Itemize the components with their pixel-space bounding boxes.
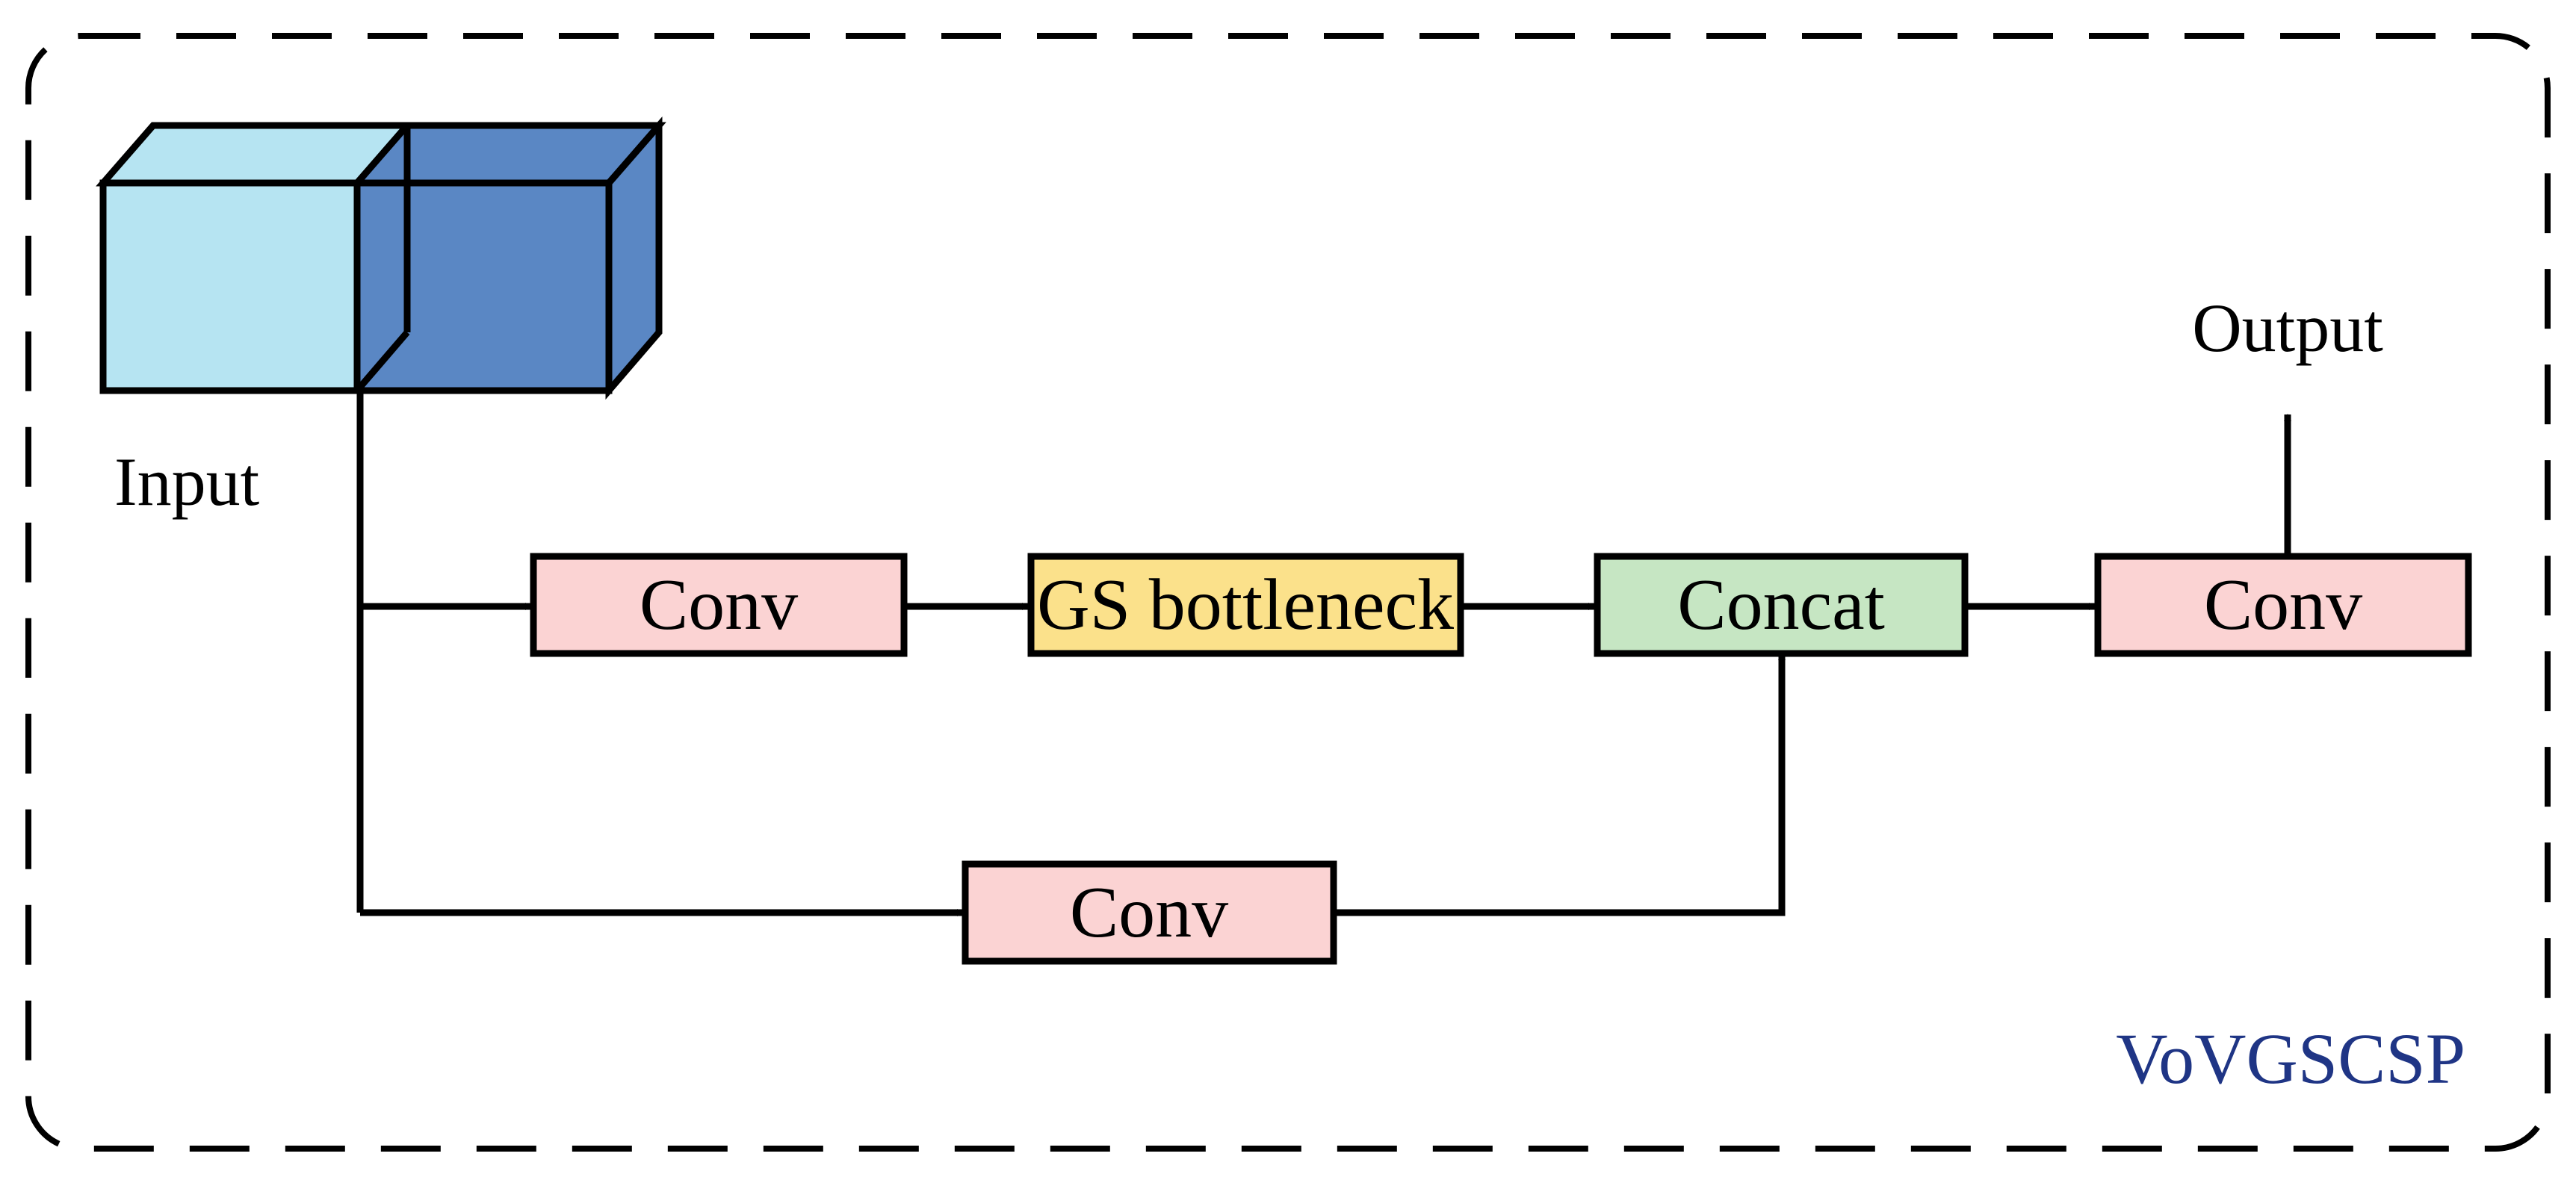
conv-bottom-label: Conv [1070,872,1228,953]
module-border [25,33,2551,1152]
conv-out-block: Conv [2094,553,2472,657]
input-cube-icon [96,116,666,400]
gs-bottleneck-label: GS bottleneck [1037,565,1454,645]
conv-top-block: Conv [530,553,908,657]
concat-block: Concat [1594,553,1969,657]
gs-bottleneck-block: GS bottleneck [1027,553,1464,657]
module-title: VoVGSCSP [2116,1019,2465,1099]
connectors [356,391,2291,916]
conv-bottom-block: Conv [962,860,1337,965]
conv-top-label: Conv [640,565,798,645]
input-cube-light-front [99,179,361,394]
concat-label: Concat [1677,565,1885,645]
input-cube-dark-front [353,179,613,394]
conv-out-label: Conv [2204,565,2362,645]
arrow-conv-bottom-to-concat [1334,653,1786,916]
input-label: Input [114,444,260,520]
output-label: Output [2192,290,2383,366]
